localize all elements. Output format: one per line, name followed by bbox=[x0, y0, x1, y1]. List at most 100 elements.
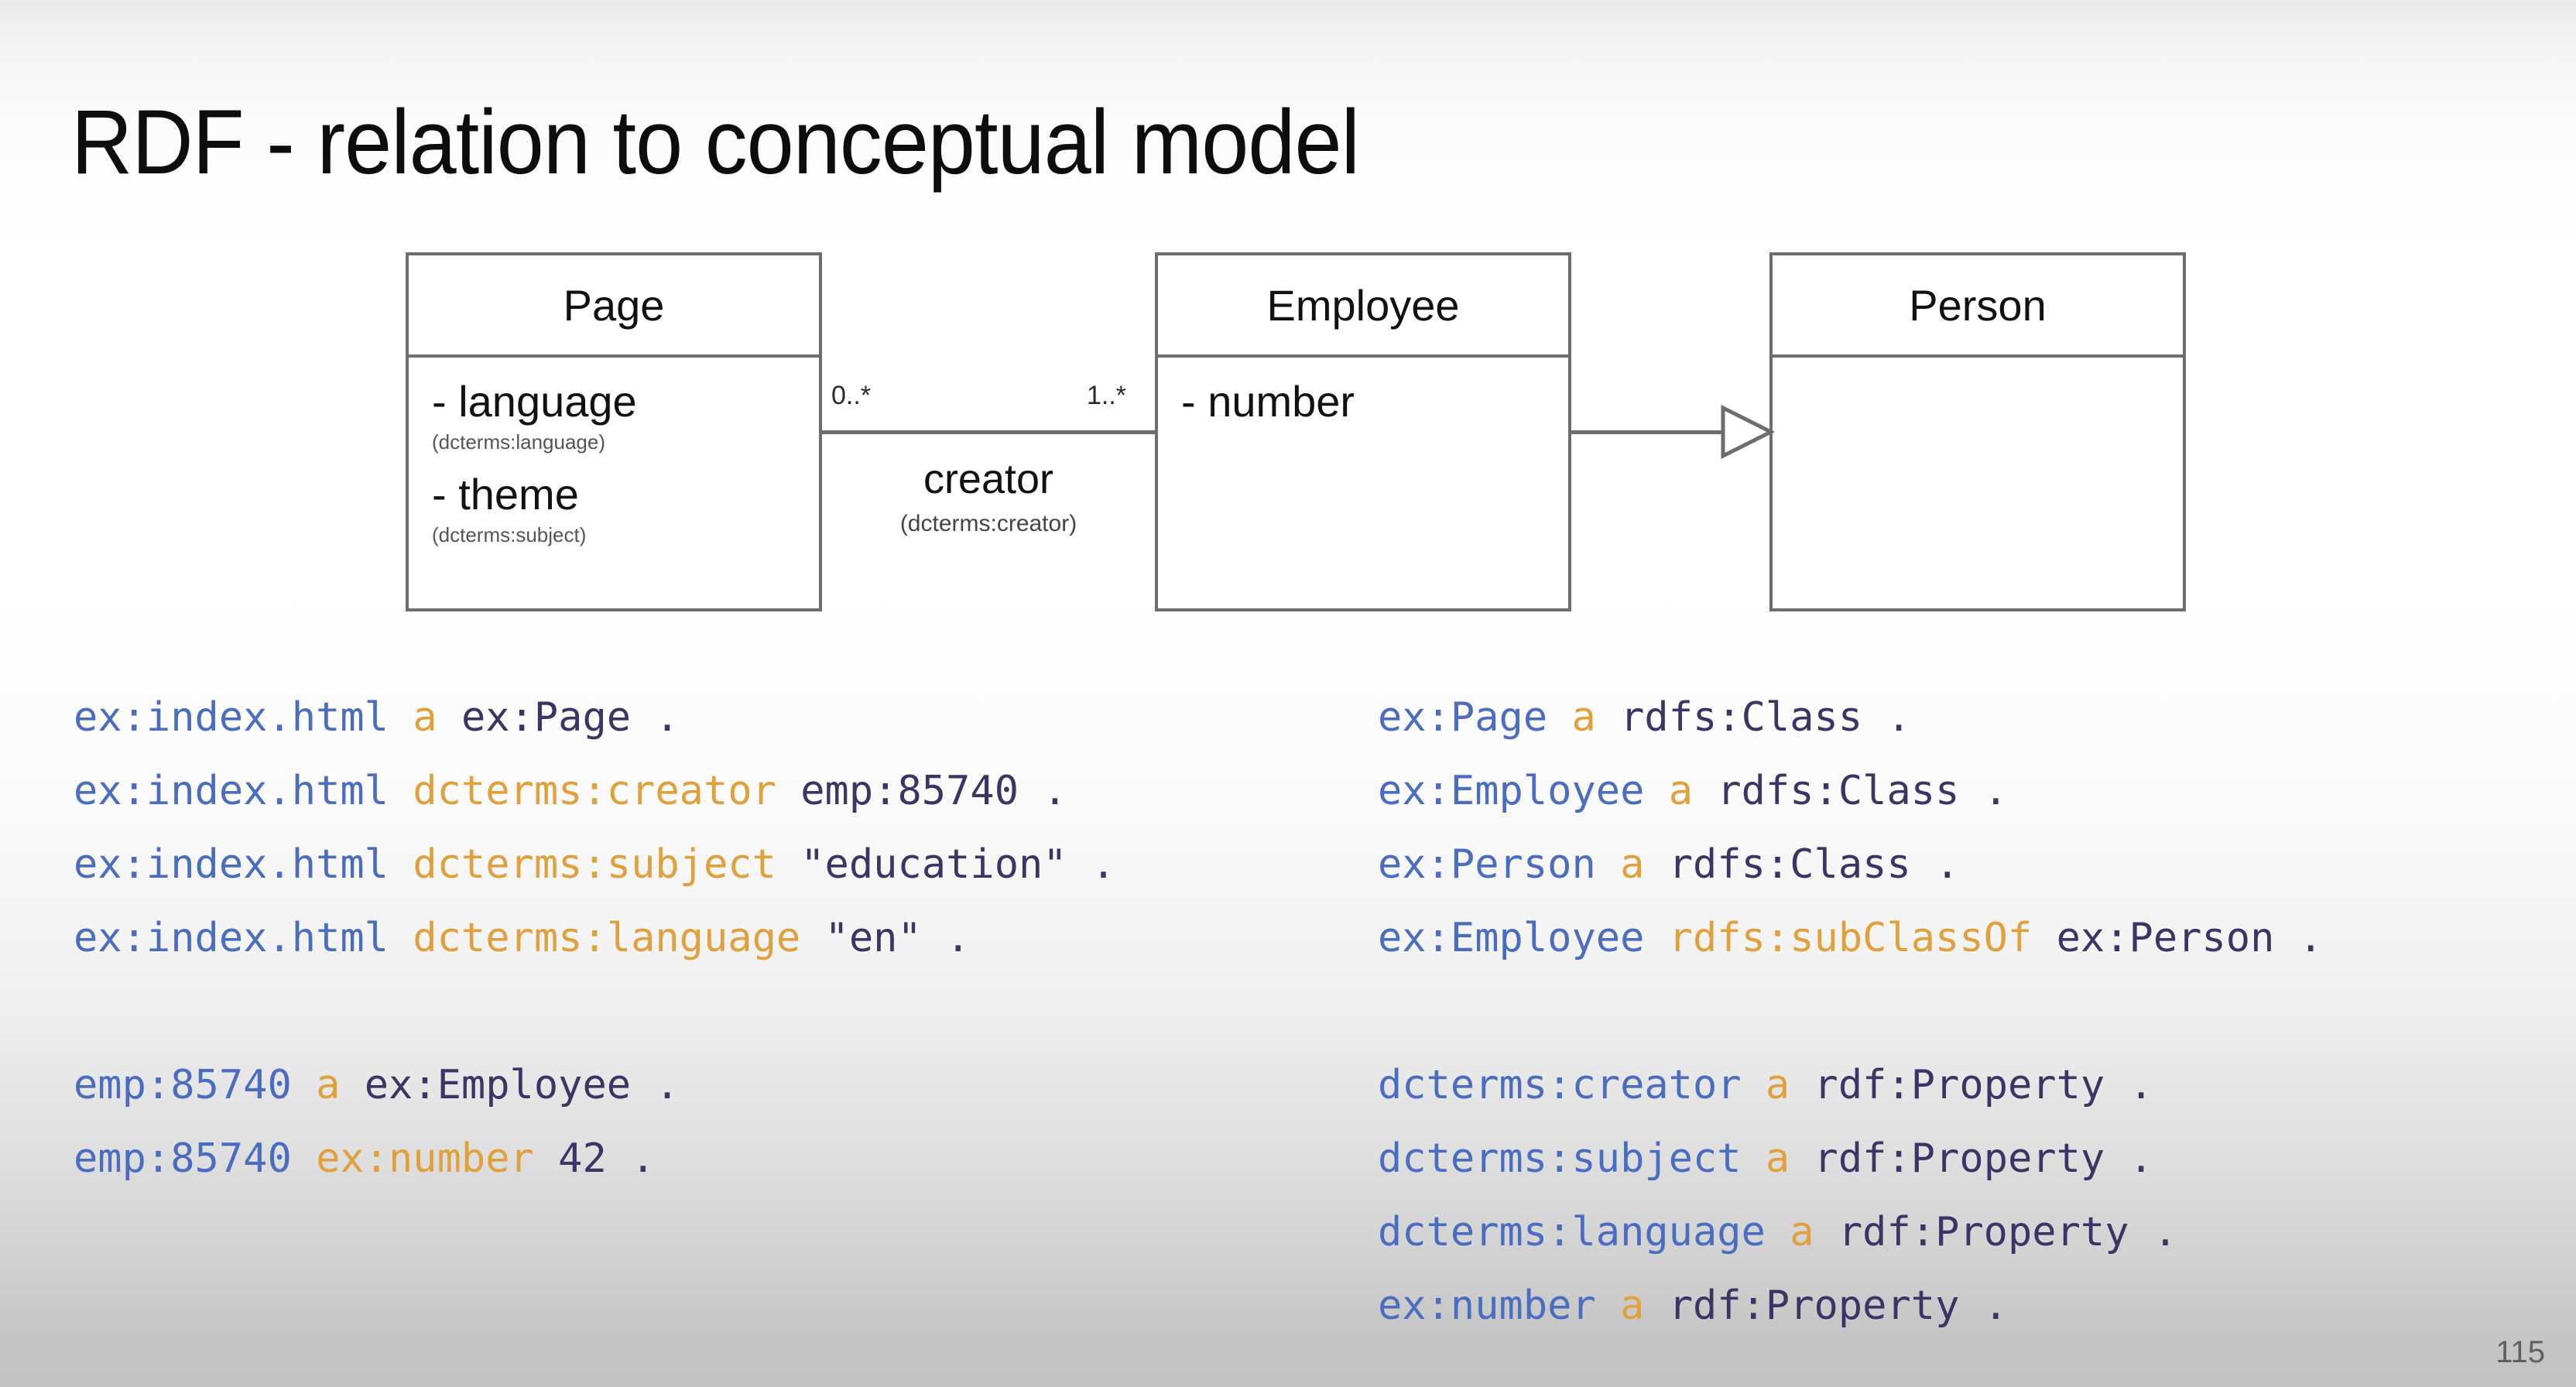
rdf-token-dot: . bbox=[1019, 768, 1067, 814]
rdf-token-dot: . bbox=[1067, 841, 1116, 888]
uml-class-person: Person bbox=[1769, 252, 2186, 611]
rdf-token-object: rdfs:Class bbox=[1668, 841, 1911, 888]
rdf-token-subject: ex:index.html bbox=[74, 768, 389, 814]
rdf-token-plain bbox=[292, 1062, 316, 1108]
rdf-token-dot: . bbox=[631, 694, 680, 741]
rdf-token-subject: ex:index.html bbox=[74, 915, 389, 961]
rdf-token-plain bbox=[1644, 768, 1668, 814]
uml-class-employee-title: Employee bbox=[1158, 255, 1568, 358]
rdf-token-literal: "education" bbox=[800, 841, 1067, 888]
association-multiplicity-right: 1..* bbox=[1087, 381, 1127, 410]
rdf-token-subject: ex:Page bbox=[1378, 694, 1548, 741]
uml-attribute-language-mapping: (dcterms:language) bbox=[432, 430, 605, 454]
page-title: RDF - relation to conceptual model bbox=[71, 91, 1360, 193]
rdf-token-plain bbox=[1644, 915, 1668, 961]
rdf-token-dot: . bbox=[1959, 1283, 2009, 1329]
page-number: 115 bbox=[2496, 1335, 2545, 1369]
rdf-token-object: rdfs:Class bbox=[1620, 694, 1863, 741]
rdf-token-object: rdf:Property bbox=[1838, 1209, 2129, 1255]
rdf-token-object: ex:Page bbox=[461, 694, 632, 741]
rdf-triple-line: ex:index.html dcterms:subject "education… bbox=[74, 828, 1115, 902]
uml-class-employee-attributes: - number bbox=[1158, 358, 1568, 426]
rdf-token-plain bbox=[1644, 841, 1668, 888]
rdf-token-predicate: a bbox=[1765, 1062, 1790, 1108]
rdf-token-subject: ex:index.html bbox=[74, 694, 389, 741]
rdf-token-plain bbox=[1766, 1209, 1790, 1255]
uml-class-page-attributes: - language (dcterms:language) - theme (d… bbox=[409, 358, 819, 552]
rdf-token-predicate: dcterms:language bbox=[413, 915, 801, 961]
rdf-token-plain bbox=[1596, 841, 1620, 888]
rdf-triple-line: ex:Employee rdfs:subClassOf ex:Person . bbox=[1378, 902, 2323, 975]
rdf-token-plain bbox=[389, 915, 413, 961]
rdf-triple-line: dcterms:subject a rdf:Property . bbox=[1378, 1122, 2323, 1196]
rdf-token-predicate: rdfs:subClassOf bbox=[1668, 915, 2033, 961]
rdf-triple-line: ex:Employee a rdfs:Class . bbox=[1378, 755, 2323, 828]
rdf-token-predicate: a bbox=[316, 1062, 341, 1108]
rdf-token-object: ex:Employee bbox=[364, 1062, 632, 1108]
uml-attribute-language: - language bbox=[432, 377, 637, 426]
rdf-token-object: rdf:Property bbox=[1668, 1283, 1960, 1329]
rdf-token-dot: . bbox=[921, 915, 971, 961]
rdf-token-predicate: dcterms:subject bbox=[413, 841, 776, 888]
uml-attribute-number: - number bbox=[1181, 377, 1355, 426]
rdf-triple-line: ex:Person a rdfs:Class . bbox=[1378, 828, 2323, 902]
rdf-token-dot: . bbox=[631, 1062, 680, 1108]
rdf-token-plain bbox=[800, 915, 824, 961]
rdf-code-left-column: ex:index.html a ex:Page .ex:index.html d… bbox=[74, 681, 1115, 1196]
rdf-token-subject: emp:85740 bbox=[74, 1062, 292, 1108]
rdf-token-object: emp:85740 bbox=[800, 768, 1019, 814]
rdf-triple-line: ex:number a rdf:Property . bbox=[1378, 1269, 2323, 1343]
rdf-token-predicate: a bbox=[1668, 768, 1693, 814]
rdf-triple-line: dcterms:creator a rdf:Property . bbox=[1378, 1049, 2323, 1122]
rdf-triple-line: ex:index.html dcterms:language "en" . bbox=[74, 902, 1115, 975]
rdf-token-plain bbox=[534, 1135, 558, 1182]
rdf-token-predicate: a bbox=[1765, 1135, 1790, 1182]
rdf-token-dot: . bbox=[606, 1135, 656, 1182]
rdf-token-plain bbox=[776, 768, 800, 814]
uml-attribute-theme-mapping: (dcterms:subject) bbox=[432, 523, 587, 547]
rdf-token-predicate: ex:number bbox=[316, 1135, 534, 1182]
rdf-token-plain bbox=[340, 1062, 364, 1108]
rdf-token-plain bbox=[1596, 1283, 1620, 1329]
rdf-token-subject: emp:85740 bbox=[74, 1135, 292, 1182]
rdf-token-plain bbox=[2032, 915, 2056, 961]
rdf-token-dot: . bbox=[1862, 694, 1911, 741]
rdf-token-object: ex:Person bbox=[2056, 915, 2275, 961]
uml-class-person-attributes bbox=[1773, 358, 2183, 378]
association-multiplicity-left: 0..* bbox=[831, 381, 872, 410]
uml-class-employee: Employee - number bbox=[1155, 252, 1571, 611]
rdf-token-plain bbox=[389, 841, 413, 888]
rdf-triple-line: ex:Page a rdfs:Class . bbox=[1378, 681, 2323, 755]
uml-class-person-title: Person bbox=[1773, 255, 2183, 358]
rdf-token-plain bbox=[1790, 1062, 1814, 1108]
rdf-token-predicate: a bbox=[1620, 1283, 1645, 1329]
rdf-token-plain bbox=[389, 694, 413, 741]
generalization-line bbox=[1571, 430, 1725, 434]
rdf-token-plain bbox=[389, 768, 413, 814]
rdf-token-plain bbox=[1693, 768, 1717, 814]
association-label-mapping: (dcterms:creator) bbox=[899, 511, 1077, 536]
rdf-token-predicate: a bbox=[413, 694, 437, 741]
rdf-token-subject: ex:Employee bbox=[1378, 915, 1645, 961]
rdf-token-dot: . bbox=[2274, 915, 2323, 961]
rdf-token-predicate: a bbox=[1571, 694, 1596, 741]
rdf-token-object: rdf:Property bbox=[1814, 1062, 2105, 1108]
rdf-triple-line: dcterms:language a rdf:Property . bbox=[1378, 1196, 2323, 1269]
uml-class-page: Page - language (dcterms:language) - the… bbox=[406, 252, 822, 611]
rdf-token-dot: . bbox=[2129, 1209, 2178, 1255]
rdf-token-predicate: a bbox=[1620, 841, 1645, 888]
rdf-token-subject: dcterms:subject bbox=[1378, 1135, 1742, 1182]
rdf-token-subject: ex:number bbox=[1378, 1283, 1596, 1329]
uml-class-page-title: Page bbox=[409, 255, 819, 358]
rdf-token-dot: . bbox=[2105, 1135, 2153, 1182]
rdf-token-object: rdf:Property bbox=[1814, 1135, 2105, 1182]
rdf-token-literal: "en" bbox=[824, 915, 922, 961]
rdf-token-plain bbox=[1547, 694, 1571, 741]
rdf-triple-line: ex:index.html a ex:Page . bbox=[74, 681, 1115, 755]
rdf-token-plain bbox=[437, 694, 461, 741]
rdf-token-plain bbox=[1814, 1209, 1838, 1255]
rdf-triple-line: ex:index.html dcterms:creator emp:85740 … bbox=[74, 755, 1115, 828]
rdf-triple-line: emp:85740 ex:number 42 . bbox=[74, 1122, 1115, 1196]
rdf-token-predicate: dcterms:creator bbox=[413, 768, 776, 814]
rdf-token-dot: . bbox=[1959, 768, 2009, 814]
